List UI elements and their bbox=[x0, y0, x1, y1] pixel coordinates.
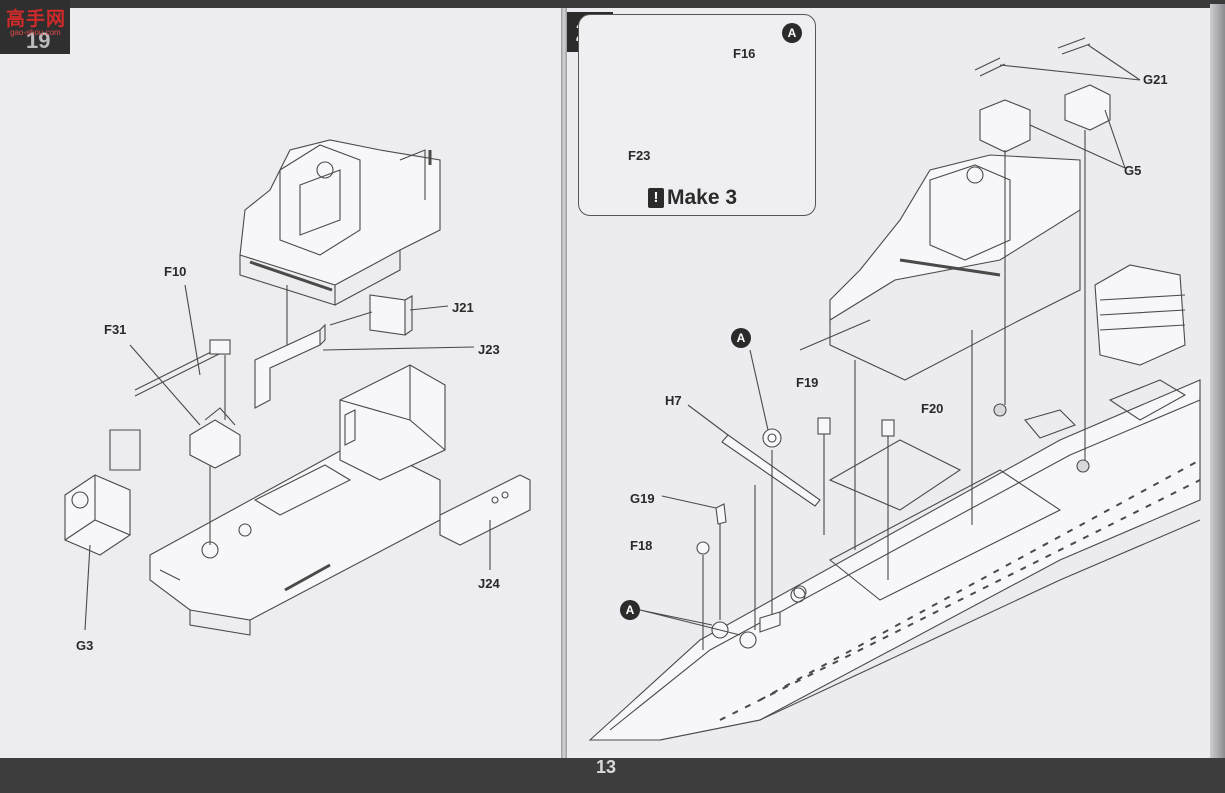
part-label-f23: F23 bbox=[628, 148, 651, 163]
leader-g19 bbox=[661, 495, 717, 509]
site-logo: 19 高手网 gao-shou.com bbox=[0, 0, 70, 54]
leader-g21 bbox=[999, 44, 1141, 81]
arrow bbox=[1004, 130, 1086, 460]
make-quantity: ! Make 3 bbox=[648, 186, 737, 210]
leader-g3 bbox=[84, 544, 91, 631]
part-label-g21: G21 bbox=[1143, 72, 1168, 87]
arrow bbox=[754, 450, 773, 630]
part-j24-drawing bbox=[439, 474, 531, 546]
callout-badge-a-top: A bbox=[731, 328, 751, 348]
guide-line bbox=[109, 429, 141, 471]
callout-a-assembly bbox=[762, 428, 782, 448]
leader-a-bottom bbox=[639, 609, 741, 636]
part-label-f10: F10 bbox=[164, 264, 187, 279]
part-label-j21: J21 bbox=[452, 300, 474, 315]
make-label: Make 3 bbox=[667, 186, 738, 209]
right-bridge-drawing bbox=[799, 154, 1081, 381]
leader-f10 bbox=[184, 284, 201, 376]
leader-f31 bbox=[129, 344, 201, 426]
part-f20-drawing bbox=[881, 419, 895, 437]
page-number: 13 bbox=[596, 757, 617, 777]
part-label-g5: G5 bbox=[1124, 163, 1142, 178]
part-label-g19: G19 bbox=[630, 491, 655, 506]
part-label-j23: J23 bbox=[478, 342, 500, 357]
part-g21-drawing bbox=[974, 37, 1091, 77]
leader-g5 bbox=[1029, 109, 1126, 169]
part-f10-drawing bbox=[134, 339, 231, 397]
page-edge bbox=[1210, 4, 1225, 764]
part-label-f19: F19 bbox=[796, 375, 819, 390]
part-label-h7: H7 bbox=[665, 393, 682, 408]
step-number-partial: 19 bbox=[26, 28, 51, 53]
part-g19-drawing bbox=[715, 503, 727, 525]
bottom-strip bbox=[0, 758, 1225, 793]
callout-badge-a-bottom: A bbox=[620, 600, 640, 620]
part-label-f18: F18 bbox=[630, 538, 653, 553]
logo-url: gao-shou.com bbox=[10, 28, 61, 37]
part-label-f20: F20 bbox=[921, 401, 944, 416]
right-hull-drawing bbox=[588, 379, 1201, 741]
part-label-f31: F31 bbox=[104, 322, 127, 337]
sub-callout-badge: A bbox=[782, 23, 802, 43]
funnel-drawing bbox=[1094, 264, 1187, 421]
left-bridge-drawing bbox=[239, 139, 441, 306]
leader-j23 bbox=[322, 346, 475, 351]
part-label-f16: F16 bbox=[733, 46, 756, 61]
leader-a bbox=[749, 349, 769, 431]
part-g3-drawing bbox=[64, 474, 131, 556]
book-spine bbox=[561, 8, 567, 758]
warning-icon: ! bbox=[648, 188, 664, 208]
part-j21-drawing bbox=[369, 294, 413, 336]
sub-assembly-box bbox=[578, 14, 816, 216]
part-j23-drawing bbox=[254, 323, 326, 409]
part-h7-drawing bbox=[721, 434, 821, 507]
part-label-g3: G3 bbox=[76, 638, 94, 653]
part-f19-drawing bbox=[817, 417, 831, 435]
part-g5-drawing bbox=[979, 84, 1111, 153]
left-page bbox=[0, 8, 562, 758]
part-f18-drawing bbox=[696, 541, 710, 555]
leader-j21 bbox=[409, 305, 449, 311]
arrow bbox=[854, 330, 973, 550]
part-f31-drawing bbox=[189, 407, 241, 469]
logo-text: 高手网 bbox=[6, 9, 67, 30]
deckhouse-drawing bbox=[339, 364, 446, 481]
leader-h7 bbox=[687, 404, 729, 436]
part-label-j24: J24 bbox=[478, 576, 500, 591]
arrow bbox=[329, 311, 373, 326]
